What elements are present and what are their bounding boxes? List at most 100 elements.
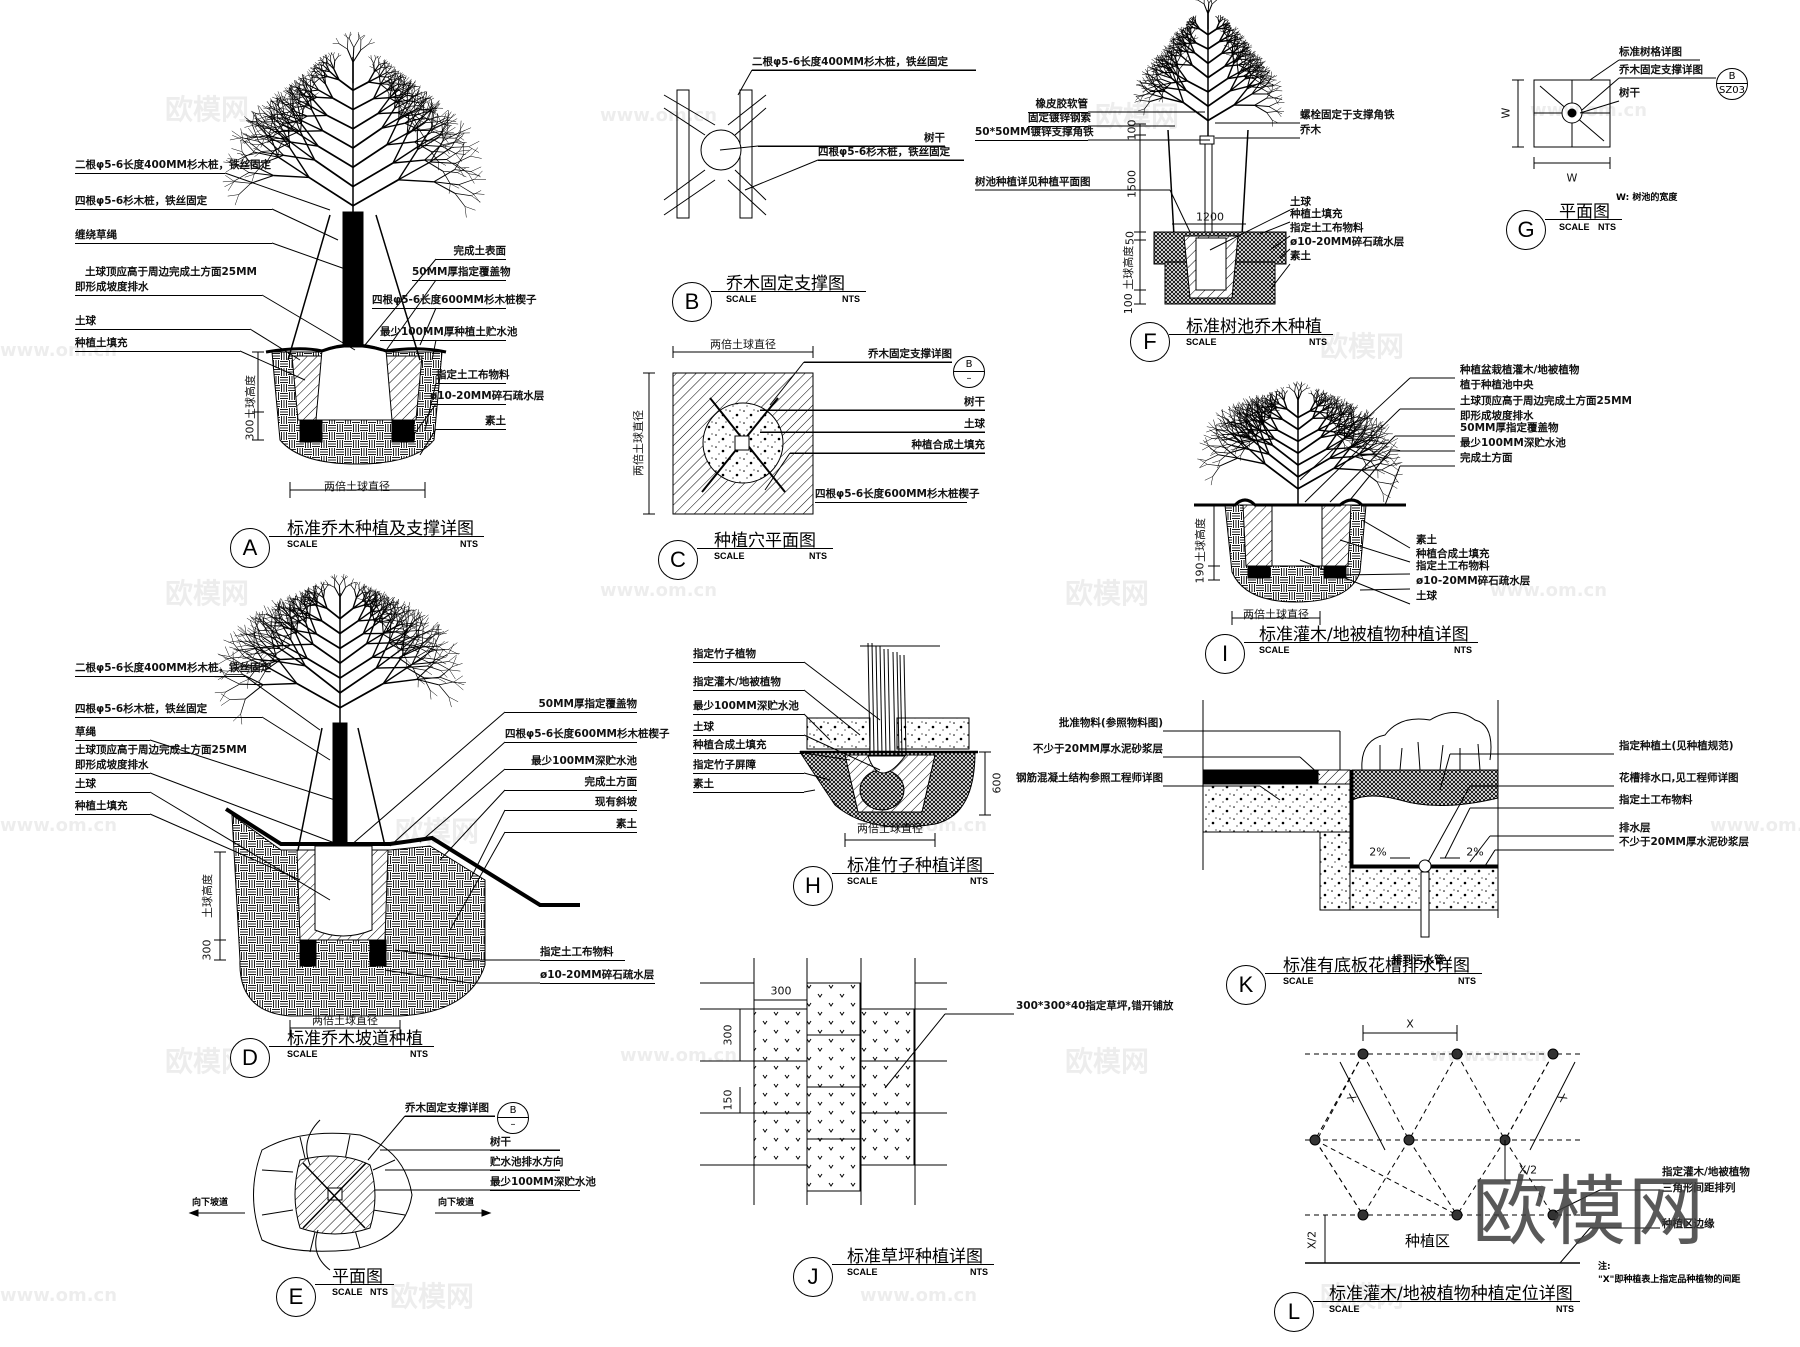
- stake: [663, 94, 716, 126]
- turf-tile: [753, 1112, 808, 1166]
- leader-line: [1444, 807, 1471, 859]
- leader-line: [1169, 189, 1191, 233]
- title-underline: [1244, 642, 1478, 643]
- watermark-url: www.om.cn: [0, 815, 118, 836]
- scale-label: SCALE: [847, 876, 878, 886]
- turf-tile: [806, 1138, 861, 1192]
- callout-label: 最少100MM深贮水池: [693, 700, 804, 715]
- dimension-label: 300: [243, 419, 257, 441]
- leader-line: [1554, 1189, 1601, 1213]
- leader-line: [803, 789, 816, 793]
- paving-joint: [372, 1159, 396, 1171]
- dimension-label: X: [1406, 1017, 1414, 1031]
- watermark-url: www.om.cn: [1430, 1045, 1548, 1066]
- scale-value: NTS: [970, 876, 988, 886]
- paving-joint: [261, 1209, 294, 1216]
- turf-tile: [860, 1060, 915, 1114]
- concrete-slab: [1202, 783, 1351, 833]
- stake: [357, 727, 386, 847]
- dimension-label: 两倍土球直径: [1243, 608, 1309, 621]
- stake: [663, 169, 706, 201]
- groundcover-h: [896, 717, 970, 750]
- paving-joint: [354, 1229, 361, 1249]
- dimension-label: 土球高度: [244, 375, 257, 419]
- watermark-logo: 欧模网: [1065, 577, 1150, 610]
- detail-title: 标准乔木坡道种植: [287, 1029, 423, 1049]
- detail-reference-bubble[interactable]: B–: [953, 356, 985, 388]
- dimension-label: 100: [1125, 119, 1139, 141]
- triangle-guide: [1504, 1053, 1554, 1141]
- drainage-d: [299, 939, 317, 967]
- callout-label: 土球: [1290, 196, 1311, 208]
- reference-detail-id: B: [498, 1103, 528, 1118]
- detail-title: 标准竹子种植详图: [847, 856, 983, 876]
- stake: [734, 169, 767, 201]
- note-text: 注:: [1598, 1262, 1611, 1272]
- stake: [663, 107, 706, 136]
- drainage-i: [1323, 565, 1347, 579]
- leader-line: [1329, 435, 1396, 503]
- tree-a: [222, 31, 487, 232]
- leader-line: [409, 403, 437, 441]
- callout-label: ø10-20MM碎石疏水层: [1290, 236, 1405, 248]
- callout-label: 种植合成土填充: [790, 439, 985, 454]
- callout-label: 即形成坡度排水: [75, 759, 150, 774]
- dimension-label: 50: [1123, 231, 1137, 245]
- title-underline: [269, 1046, 434, 1047]
- drainage-d: [369, 939, 387, 967]
- callout-label: 指定土工布物料: [540, 946, 625, 961]
- watermark-logo: 欧模网: [165, 577, 250, 610]
- leader-line: [244, 675, 321, 731]
- scale-label: SCALE: [1186, 337, 1217, 347]
- plant-position: [1403, 1134, 1415, 1146]
- callout-label: 不少于20MM厚水泥砂浆层: [1032, 743, 1163, 755]
- dimension-label: 300: [200, 939, 214, 961]
- leader-line: [1339, 539, 1411, 563]
- callout-label: 最少100MM厚种植土贮水池: [380, 326, 517, 341]
- planting-soil-k: [1351, 769, 1499, 807]
- dim-line: [1529, 1061, 1576, 1151]
- scale-value: NTS: [970, 1267, 988, 1277]
- callout-label: 钢筋混凝土结构参照工程师详图: [1016, 772, 1163, 784]
- watermark-url: www.om.cn: [0, 340, 118, 361]
- leader-line: [803, 713, 831, 741]
- callout-label: 四根φ5-6杉木桩，铁丝固定: [75, 195, 272, 210]
- detail-id-bubble: B: [672, 282, 712, 322]
- bamboo-culm: [867, 642, 871, 756]
- triangle-guide: [1362, 1139, 1410, 1216]
- note-text: W: 树池的宽度: [1616, 193, 1678, 203]
- drain-arrow: [315, 1229, 331, 1271]
- callout-label: 土球: [760, 418, 985, 433]
- dimension-label: 100 土球高度: [1122, 245, 1135, 315]
- callout-label: 土球顶应高于周边完成土方面25MM: [75, 744, 248, 756]
- leader-line: [149, 739, 336, 801]
- scale-label: SCALE: [847, 1267, 878, 1277]
- watermark-url: www.om.cn: [1710, 815, 1800, 836]
- tree-f: [1133, 0, 1285, 140]
- triangle-guide: [1362, 1053, 1410, 1141]
- callout-label: 排到污水管: [1392, 954, 1445, 966]
- watermark-url: www.om.cn: [0, 1285, 118, 1306]
- slope-surface: [224, 807, 580, 907]
- paving-layers: [1202, 769, 1319, 785]
- tree-d: [214, 573, 466, 728]
- detail-reference-bubble[interactable]: B–: [497, 1102, 529, 1134]
- plant-position: [1547, 1209, 1559, 1221]
- dimension-label: 土球高度: [1194, 518, 1207, 562]
- leader-line: [1259, 221, 1291, 235]
- detail-title: 乔木固定支撑图: [726, 274, 845, 294]
- triangle-guide: [1408, 1053, 1458, 1141]
- plant-position: [1309, 1134, 1321, 1146]
- tree-i: [1197, 381, 1403, 505]
- detail-id-bubble: I: [1205, 634, 1245, 674]
- root-ball-f: [1195, 237, 1227, 291]
- bamboo-culm: [899, 654, 903, 756]
- turf-tile: [860, 1112, 915, 1166]
- reference-sheet-id: –: [510, 1119, 516, 1130]
- scale-label: SCALE: [726, 294, 757, 304]
- leader-line: [394, 949, 471, 961]
- dimension-label: 150: [721, 1089, 735, 1111]
- leader-line: [1209, 209, 1291, 251]
- callout-label: 螺栓固定于支撑角铁: [1300, 109, 1395, 121]
